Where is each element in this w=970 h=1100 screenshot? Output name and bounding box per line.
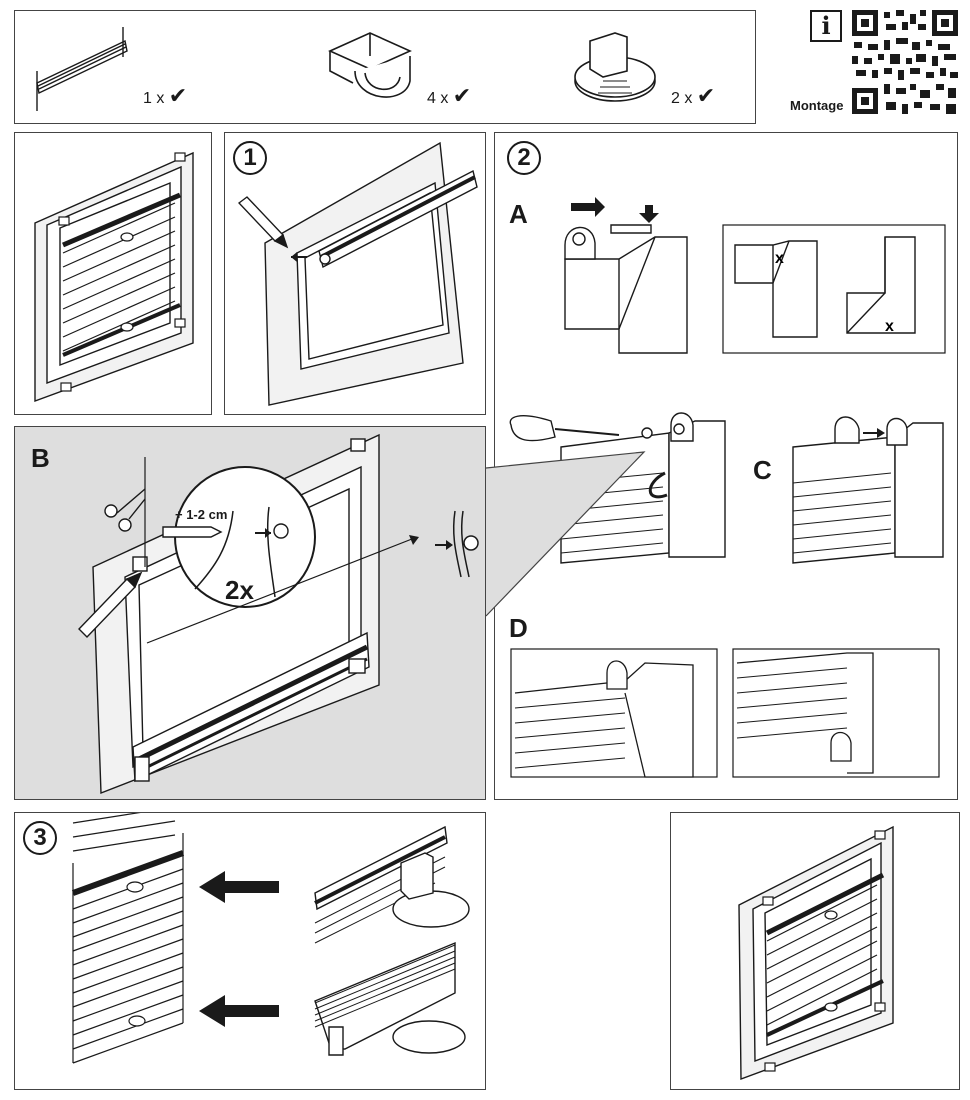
window-with-blind-illustration	[34, 151, 194, 403]
bottom-rail-with-holder	[314, 941, 466, 1056]
check-icon: ✔	[452, 83, 472, 108]
sub-step-c-label: C	[753, 455, 772, 485]
check-icon: ✔	[168, 83, 188, 108]
sub-step-a-label: A	[509, 199, 528, 229]
final-window-illustration	[738, 825, 894, 1080]
pencil-icon	[237, 196, 289, 249]
finished-blind-panel	[14, 132, 212, 415]
parts-list-panel: 1 x ✔ 4 x ✔ 2 x ✔	[14, 10, 756, 124]
step-1-panel: 1	[224, 132, 486, 415]
knot-detail	[435, 510, 479, 578]
push-arrow-icon	[571, 197, 659, 223]
part-1-qty-text: 1 x	[143, 90, 165, 107]
curved-arrow-icon	[648, 471, 668, 499]
pencil-icon	[78, 571, 143, 639]
info-icon: i	[810, 10, 842, 42]
scissors-icon	[104, 488, 146, 532]
step-2-panel: 2 A C D x x	[494, 132, 958, 800]
wrong-mark-2: x	[885, 318, 894, 335]
part-1-quantity: 1 x ✔	[143, 83, 187, 109]
step-1-number: 1	[233, 141, 267, 175]
repeat-text: 2x	[225, 575, 254, 605]
step-2-illustration: x x	[509, 197, 946, 778]
pleated-blind-part	[36, 27, 128, 111]
top-rail-with-holder	[314, 825, 470, 944]
blind-with-frame-c	[792, 416, 944, 564]
clip-holder-part	[328, 32, 412, 98]
step-3-illustration	[71, 813, 470, 1064]
check-icon: ✔	[696, 83, 716, 108]
qr-code-icon[interactable]	[850, 8, 960, 116]
part-2-qty-text: 4 x	[427, 90, 449, 107]
blind-with-frame-a	[560, 412, 726, 564]
sub-step-d-label: D	[509, 613, 528, 643]
step-3-number: 3	[23, 821, 57, 855]
sub-step-b-label: B	[31, 443, 50, 473]
tension-holder-part	[574, 32, 656, 102]
step-1-illustration	[237, 141, 478, 406]
part-2-quantity: 4 x ✔	[427, 83, 471, 109]
sub-step-b-panel: B	[14, 426, 486, 800]
montage-label: Montage	[790, 98, 844, 113]
parts-illustration	[36, 27, 656, 111]
part-3-qty-text: 2 x	[671, 90, 693, 107]
part-3-quantity: 2 x ✔	[671, 83, 715, 109]
arrow-left-icon	[199, 871, 279, 1027]
blind-edge-detail	[71, 813, 185, 1064]
step-2-number: 2	[507, 141, 541, 175]
sub-step-b-illustration	[78, 433, 479, 795]
wrong-mark-1: x	[775, 250, 784, 267]
step-3-panel: 3	[14, 812, 486, 1090]
final-result-panel	[670, 812, 960, 1090]
measure-text: + 1-2 cm	[175, 507, 228, 522]
frame-with-clip	[564, 224, 688, 354]
pencil-detail	[162, 526, 223, 538]
screwdriver-icon	[509, 415, 620, 442]
